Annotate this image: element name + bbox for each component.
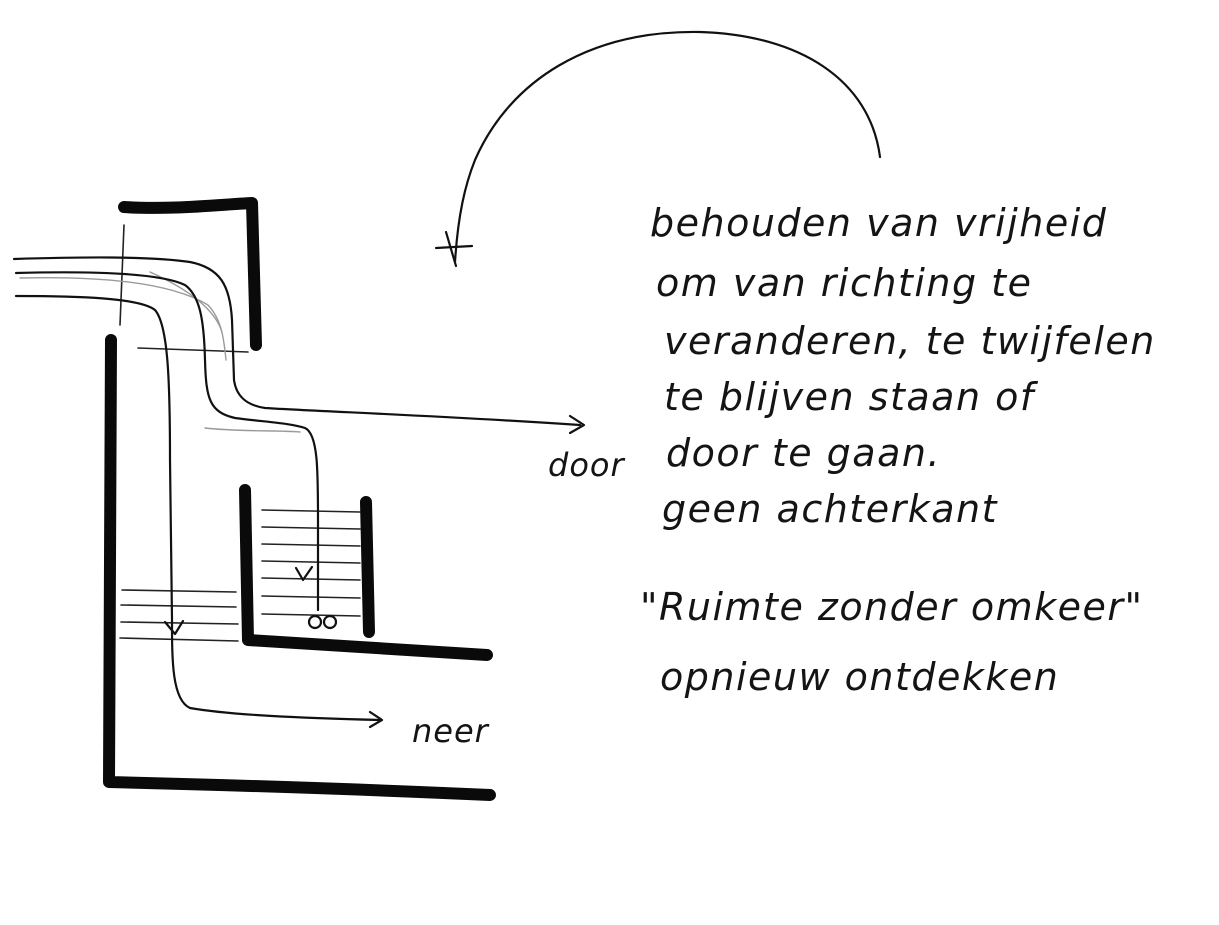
quote-line: "Ruimte zonder omkeer" bbox=[640, 585, 1144, 629]
hatch-line bbox=[262, 578, 360, 580]
quote-line: opnieuw ontdekken bbox=[660, 655, 1059, 699]
hatch-line bbox=[262, 614, 360, 616]
label-neer: neer bbox=[412, 712, 490, 750]
path-neer bbox=[16, 296, 380, 720]
note-line: geen achterkant bbox=[662, 487, 999, 531]
note-line: om van richting te bbox=[656, 261, 1032, 305]
stop-mark bbox=[309, 616, 321, 628]
hatch-line bbox=[262, 561, 360, 563]
hatch-line bbox=[262, 596, 360, 598]
hatch-line bbox=[120, 638, 238, 641]
hatch-line bbox=[121, 605, 236, 607]
pencil-trace bbox=[205, 428, 300, 432]
walls bbox=[109, 203, 490, 795]
arrow-mark bbox=[436, 246, 472, 248]
inner-box-right-wall bbox=[366, 502, 369, 632]
hatch-line bbox=[121, 622, 238, 624]
note-line: door te gaan. bbox=[666, 431, 941, 475]
path-door bbox=[14, 257, 580, 425]
arrow-mark bbox=[446, 232, 456, 266]
hatch-line bbox=[262, 510, 360, 512]
stop-mark bbox=[324, 616, 336, 628]
hatch-line bbox=[262, 544, 360, 546]
pencil-trace bbox=[20, 278, 226, 360]
hatch-line bbox=[122, 590, 236, 592]
note-line: te blijven staan of bbox=[664, 375, 1039, 419]
annotation-text: behouden van vrijheid om van richting te… bbox=[640, 201, 1156, 699]
threshold-line bbox=[138, 348, 248, 352]
note-line: behouden van vrijheid bbox=[650, 201, 1107, 245]
hatch-line bbox=[262, 527, 360, 529]
note-line: veranderen, te twijfelen bbox=[664, 319, 1156, 363]
upper-wall bbox=[124, 203, 256, 345]
label-door: door bbox=[548, 446, 625, 484]
path-stay bbox=[16, 272, 318, 610]
